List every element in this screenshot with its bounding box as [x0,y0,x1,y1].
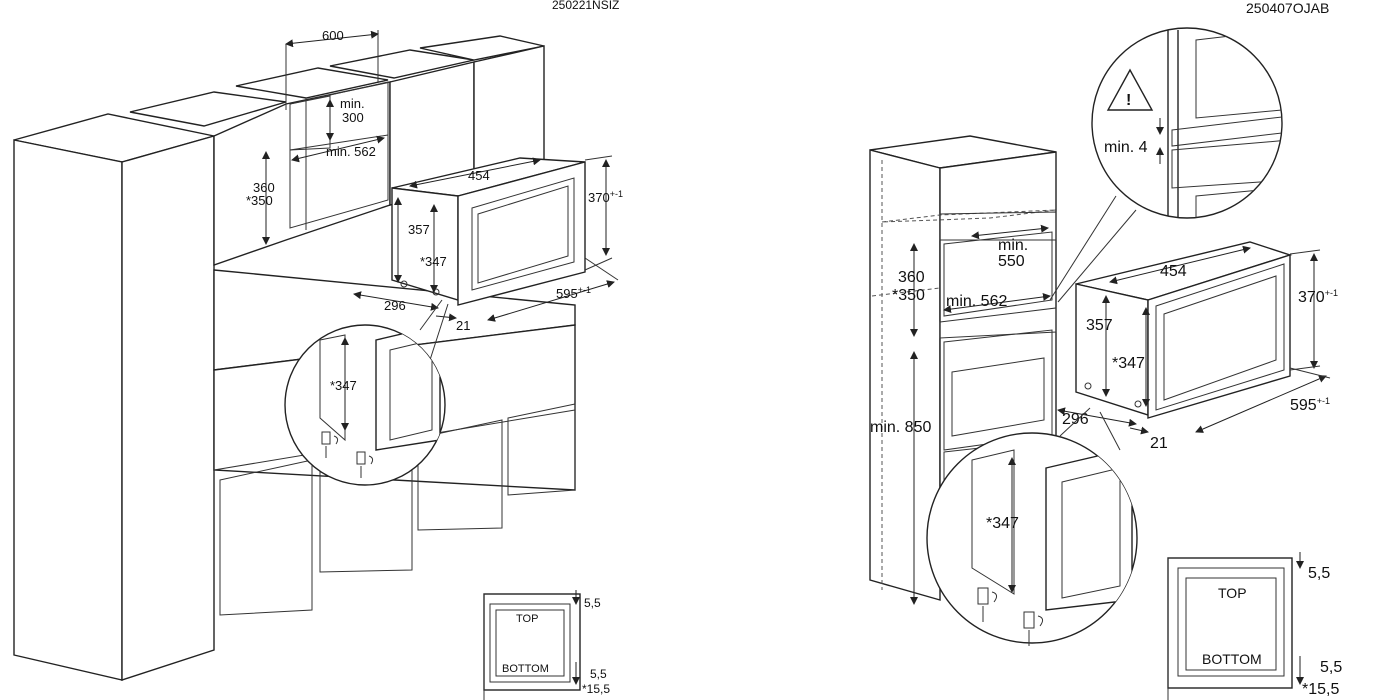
right-section-bottom: BOTTOM [1202,651,1262,667]
left-dim-296: 296 [384,298,406,313]
right-dim-360: 360 [898,269,925,286]
left-wall-cabinets [129,35,545,266]
left-dim-357: 357 [408,222,430,237]
left-dim-347: *347 [420,254,447,269]
svg-text:370+-1: 370+-1 [588,189,623,205]
right-dim-min562: min. 562 [946,293,1007,310]
right-dimensions: min. 550 360 *350 min. 562 min. 850 454 … [870,224,1338,605]
left-section-gap-bottom: 5,5 [590,667,607,681]
left-dim-600: 600 [322,28,344,43]
right-section-detail: TOP BOTTOM 5,5 5,5 *15,5 [1167,552,1342,700]
right-section-gap-bottom: 5,5 [1320,659,1342,676]
left-dim-350: *350 [246,193,273,208]
left-dim-min: min. [340,96,365,111]
svg-text:370+-1: 370+-1 [1298,288,1338,306]
left-dim-300: 300 [342,110,364,125]
right-dim-21: 21 [1150,435,1168,452]
left-dimensions: 600 min. 300 min. 562 360 *350 454 370+-… [246,28,623,333]
left-drawing-code: 250221NSIZ [552,0,619,12]
left-tall-cabinet [13,113,215,681]
right-dim-550: 550 [998,253,1025,270]
right-dim-min: min. [998,237,1028,254]
right-drawing-code: 250407OJAB [1246,0,1329,16]
right-dim-454: 454 [1160,263,1187,280]
left-section-top: TOP [516,613,538,625]
right-tall-unit-installation: 250407OJAB min. 550 360 *350 min. 56 [869,0,1342,700]
left-dim-370-tol: +-1 [610,189,623,199]
left-section-bottom: BOTTOM [502,663,549,675]
right-dim-595-tol: +-1 [1317,396,1330,406]
left-section-gap-bottom-star: *15,5 [582,682,610,696]
right-section-gap-bottom-star: *15,5 [1302,681,1339,698]
left-wall-cabinet-installation: 250221NSIZ [13,0,623,700]
left-detail-circle: *347 [284,299,449,486]
left-dim-360: 360 [253,180,275,195]
svg-text:595+-1: 595+-1 [1290,396,1330,414]
left-dim-min562: min. 562 [326,144,376,159]
right-dim-595: 595 [1290,397,1317,414]
svg-text:595+-1: 595+-1 [556,285,591,301]
right-dim-370-tol: +-1 [1325,288,1338,298]
right-dim-347: *347 [1112,355,1145,372]
left-dim-595: 595 [556,286,578,301]
warning-icon: ! [1126,92,1131,109]
right-section-gap-top: 5,5 [1308,565,1330,582]
left-section-detail: TOP BOTTOM 5,5 5,5 *15,5 [483,590,610,700]
right-tall-unit [869,135,1057,601]
left-dim-454: 454 [468,168,490,183]
left-section-gap-top: 5,5 [584,596,601,610]
right-dim-370: 370 [1298,289,1325,306]
right-dim-357: 357 [1086,317,1113,334]
right-section-top: TOP [1218,585,1247,601]
right-dim-350: *350 [892,287,925,304]
right-detail-dim-347: *347 [986,515,1019,532]
left-dim-370: 370 [588,190,610,205]
right-dim-min850: min. 850 [870,419,931,436]
left-dim-21: 21 [456,318,470,333]
left-dim-595-tol: +-1 [578,285,591,295]
right-warning-detail: ! min. 4 [1049,27,1283,303]
right-bracket-detail: *347 [926,407,1138,646]
left-detail-dim-347: *347 [330,378,357,393]
right-dim-min4: min. 4 [1104,139,1148,156]
